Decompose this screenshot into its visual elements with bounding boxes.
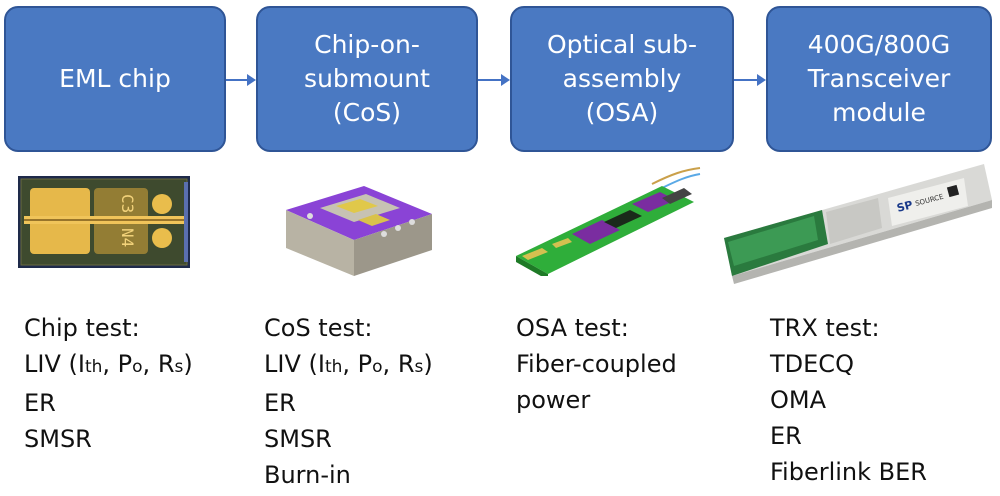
test-item: SMSR — [264, 425, 332, 453]
test-item: ER — [24, 389, 56, 417]
stage-label: 400G/800G Transceiver module — [807, 30, 951, 127]
chip-marking-1: C3 — [118, 194, 137, 213]
stage-optical-subassembly: Optical sub- assembly (OSA) — [510, 6, 734, 152]
flow-arrow-2 — [478, 74, 510, 86]
stage-chip-on-submount: Chip-on- submount (CoS) — [256, 6, 478, 152]
stage-label: Chip-on- submount (CoS) — [304, 30, 430, 127]
test-item: Burn-in — [264, 461, 351, 489]
test-item: power — [516, 386, 591, 414]
test-item: SMSR — [24, 425, 92, 453]
test-item: TDECQ — [770, 350, 854, 378]
test-item: OMA — [770, 386, 827, 414]
test-title: CoS test: — [264, 314, 373, 342]
stage-label: EML chip — [59, 64, 171, 93]
osa-test-list: OSA test: Fiber-coupled power — [516, 310, 677, 418]
stage-label: Optical sub- assembly (OSA) — [546, 30, 697, 127]
stage-transceiver-module: 400G/800G Transceiver module — [766, 6, 992, 152]
chip-marking-2: N4 — [118, 228, 137, 247]
test-title: Chip test: — [24, 314, 140, 342]
test-item: Fiber-coupled — [516, 350, 677, 378]
test-item: ER — [264, 389, 296, 417]
test-title: OSA test: — [516, 314, 629, 342]
liv-test-item: LIV (Ith, Po, Rs) — [24, 350, 193, 378]
chip-test-list: Chip test: LIV (Ith, Po, Rs) ER SMSR — [24, 310, 193, 457]
eml-chip-image: C3 N4 — [18, 176, 190, 268]
cos-image — [286, 186, 432, 276]
test-item: ER — [770, 422, 802, 450]
cos-test-list: CoS test: LIV (Ith, Po, Rs) ER SMSR Burn… — [264, 310, 433, 493]
stage-eml-chip: EML chip — [4, 6, 226, 152]
test-item: Fiberlink BER — [770, 458, 927, 486]
module-brand-logo: SP — [895, 198, 914, 215]
trx-test-list: TRX test: TDECQ OMA ER Fiberlink BER — [770, 310, 927, 490]
test-title: TRX test: — [770, 314, 880, 342]
flow-arrow-1 — [226, 74, 256, 86]
liv-test-item: LIV (Ith, Po, Rs) — [264, 350, 433, 378]
transceiver-image: SP SOURCE — [724, 164, 992, 284]
flow-arrow-3 — [734, 74, 766, 86]
osa-image — [516, 167, 701, 276]
